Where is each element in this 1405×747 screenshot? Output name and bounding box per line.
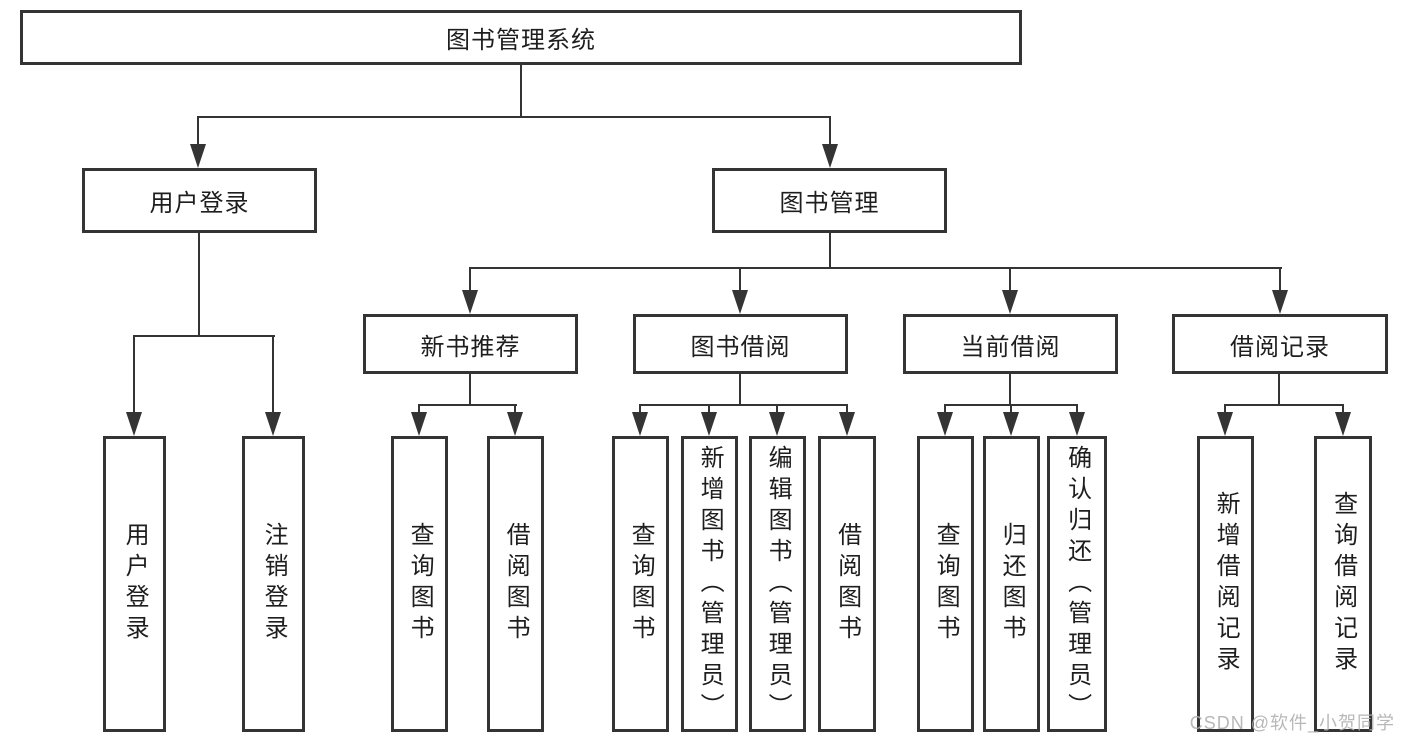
leaf-label: 注销登录 xyxy=(260,522,288,646)
node-label: 图书管理 xyxy=(779,190,880,217)
arrowhead-down-icon xyxy=(507,412,523,436)
connector-shaft xyxy=(514,404,516,414)
connector-group-rail xyxy=(639,404,848,406)
connector-group-stem xyxy=(739,374,741,405)
connector-bookmgmt-rail xyxy=(469,267,1282,269)
leaf-label: 归还图书 xyxy=(998,522,1026,646)
connector-shaft xyxy=(708,404,710,414)
leaf-query-books-current: 查询图书 xyxy=(917,436,974,732)
leaf-user-login: 用户登录 xyxy=(103,436,166,732)
leaf-add-borrow-record: 新增借阅记录 xyxy=(1197,436,1254,732)
arrowhead-down-icon xyxy=(839,412,855,436)
leaf-edit-book-admin: 编辑图书（管理员） xyxy=(749,436,806,732)
connector-group-rail xyxy=(1224,404,1344,406)
leaf-label: 新增图书（管理员） xyxy=(696,444,724,724)
arrowhead-down-icon xyxy=(462,290,478,314)
leaf-label: 查询借阅记录 xyxy=(1329,491,1357,677)
connector-bookmgmt-stem xyxy=(829,233,831,269)
node-label: 新书推荐 xyxy=(420,333,521,361)
leaf-confirm-return-admin: 确认归还（管理员） xyxy=(1047,436,1107,732)
connector-shaft xyxy=(197,116,199,146)
connector-shaft xyxy=(776,404,778,414)
node-book-management: 图书管理 xyxy=(712,168,947,233)
leaf-label: 查询图书 xyxy=(932,522,960,646)
connector-group-stem xyxy=(469,374,471,405)
arrowhead-down-icon xyxy=(411,412,427,436)
node-label: 用户登录 xyxy=(149,190,250,217)
leaf-label: 新增借阅记录 xyxy=(1212,491,1240,677)
arrowhead-down-icon xyxy=(937,412,953,436)
leaf-return-book: 归还图书 xyxy=(983,436,1040,732)
node-root-library-system: 图书管理系统 xyxy=(20,10,1022,65)
leaf-label: 借阅图书 xyxy=(833,522,861,646)
connector-userlogin-stem xyxy=(198,233,200,336)
connector-shaft xyxy=(829,116,831,146)
arrowhead-down-icon xyxy=(769,412,785,436)
arrowhead-down-icon xyxy=(632,412,648,436)
leaf-query-borrow-record: 查询借阅记录 xyxy=(1314,436,1372,732)
arrowhead-down-icon xyxy=(1002,290,1018,314)
node-label: 当前借阅 xyxy=(960,333,1061,361)
connector-shaft xyxy=(1342,404,1344,414)
connector-shaft xyxy=(846,404,848,414)
arrowhead-down-icon xyxy=(1003,412,1019,436)
leaf-label: 查询图书 xyxy=(406,522,434,646)
leaf-add-book-admin: 新增图书（管理员） xyxy=(681,436,738,732)
arrowhead-down-icon xyxy=(701,412,717,436)
node-book-borrowing: 图书借阅 xyxy=(633,314,848,374)
connector-shaft xyxy=(1224,404,1226,414)
node-new-book-recommend: 新书推荐 xyxy=(363,314,578,374)
leaf-query-books-borrowing: 查询图书 xyxy=(612,436,669,732)
arrowhead-down-icon xyxy=(1272,290,1288,314)
leaf-label: 用户登录 xyxy=(121,522,149,646)
connector-userlogin-rail xyxy=(133,335,275,337)
leaf-label: 借阅图书 xyxy=(502,522,530,646)
arrowhead-down-icon xyxy=(1217,412,1233,436)
leaf-logout: 注销登录 xyxy=(242,436,305,732)
arrowhead-down-icon xyxy=(822,144,838,168)
watermark: CSDN @软件_小贺同学 xyxy=(1189,713,1395,733)
arrowhead-down-icon xyxy=(190,144,206,168)
node-label: 图书管理系统 xyxy=(446,27,596,54)
connector-root-rail xyxy=(197,116,831,118)
connector-shaft xyxy=(418,404,420,414)
connector-shaft xyxy=(1010,404,1012,414)
node-user-login: 用户登录 xyxy=(82,168,317,233)
connector-group-stem xyxy=(1278,374,1280,405)
connector-shaft xyxy=(1279,267,1281,293)
node-current-borrowing: 当前借阅 xyxy=(903,314,1118,374)
node-borrow-records: 借阅记录 xyxy=(1172,314,1388,374)
connector-group-rail xyxy=(418,404,517,406)
leaf-borrow-books-recommend: 借阅图书 xyxy=(487,436,544,732)
connector-root-stem xyxy=(520,65,522,117)
arrowhead-down-icon xyxy=(265,412,281,436)
leaf-label: 确认归还（管理员） xyxy=(1063,444,1091,724)
leaf-label: 编辑图书（管理员） xyxy=(764,444,792,724)
connector-shaft xyxy=(133,335,135,414)
leaf-borrow-books-borrowing: 借阅图书 xyxy=(818,436,876,732)
connector-shaft xyxy=(469,267,471,293)
arrowhead-down-icon xyxy=(126,412,142,436)
leaf-label: 查询图书 xyxy=(627,522,655,646)
connector-shaft xyxy=(1076,404,1078,414)
connector-group-stem xyxy=(1009,374,1011,405)
connector-shaft xyxy=(639,404,641,414)
leaf-query-books-recommend: 查询图书 xyxy=(391,436,448,732)
node-label: 借阅记录 xyxy=(1230,333,1330,361)
connector-shaft xyxy=(944,404,946,414)
arrowhead-down-icon xyxy=(732,290,748,314)
arrowhead-down-icon xyxy=(1335,412,1351,436)
connector-shaft xyxy=(1009,267,1011,293)
node-label: 图书借阅 xyxy=(690,333,791,361)
connector-shaft xyxy=(272,335,274,414)
connector-shaft xyxy=(739,267,741,293)
arrowhead-down-icon xyxy=(1069,412,1085,436)
